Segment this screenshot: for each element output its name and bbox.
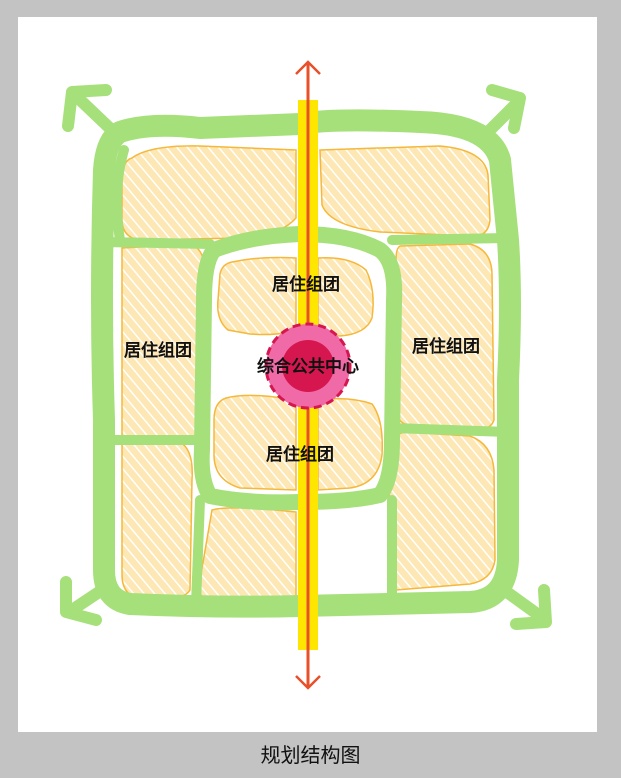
center-label: 综合公共中心 xyxy=(257,356,359,377)
axis-arrow-up-icon xyxy=(295,60,321,75)
arrow-down-left-icon xyxy=(60,576,114,626)
public-center xyxy=(264,322,352,410)
diagram-caption: 规划结构图 xyxy=(260,743,361,767)
axis-arrow-down-icon xyxy=(295,675,321,690)
road-north-left-link xyxy=(111,145,129,245)
arrow-up-left-icon xyxy=(62,84,124,142)
zone-top-right xyxy=(319,145,491,237)
zone-left-bottom xyxy=(121,441,193,600)
zone-label-top: 居住组团 xyxy=(272,274,340,295)
zone-inner-bottom xyxy=(213,394,297,491)
zone-label-right: 居住组团 xyxy=(412,336,480,357)
road-east-link-upper xyxy=(387,233,513,245)
arrow-up-right-icon xyxy=(482,84,526,138)
road-east-link-lower xyxy=(387,423,513,437)
road-south-link-left xyxy=(191,495,205,609)
center-core xyxy=(282,340,334,392)
zone-top-left xyxy=(121,145,297,241)
zone-label-bottom: 居住组团 xyxy=(266,444,334,465)
labels: 居住组团 居住组团 居住组团 居住组团 综合公共中心 xyxy=(124,274,480,465)
zone-inner-top xyxy=(216,256,297,336)
zone-right-bottom xyxy=(387,431,496,591)
residential-zones xyxy=(121,145,496,601)
zone-bottom-middle-left xyxy=(198,507,297,601)
zone-inner-bottom-right xyxy=(317,397,384,491)
zone-label-left: 居住组团 xyxy=(124,340,192,361)
zone-inner-top-right xyxy=(317,257,374,337)
corner-arrows xyxy=(60,84,552,630)
arrow-down-right-icon xyxy=(498,584,552,630)
outer-ring-road xyxy=(91,109,521,618)
